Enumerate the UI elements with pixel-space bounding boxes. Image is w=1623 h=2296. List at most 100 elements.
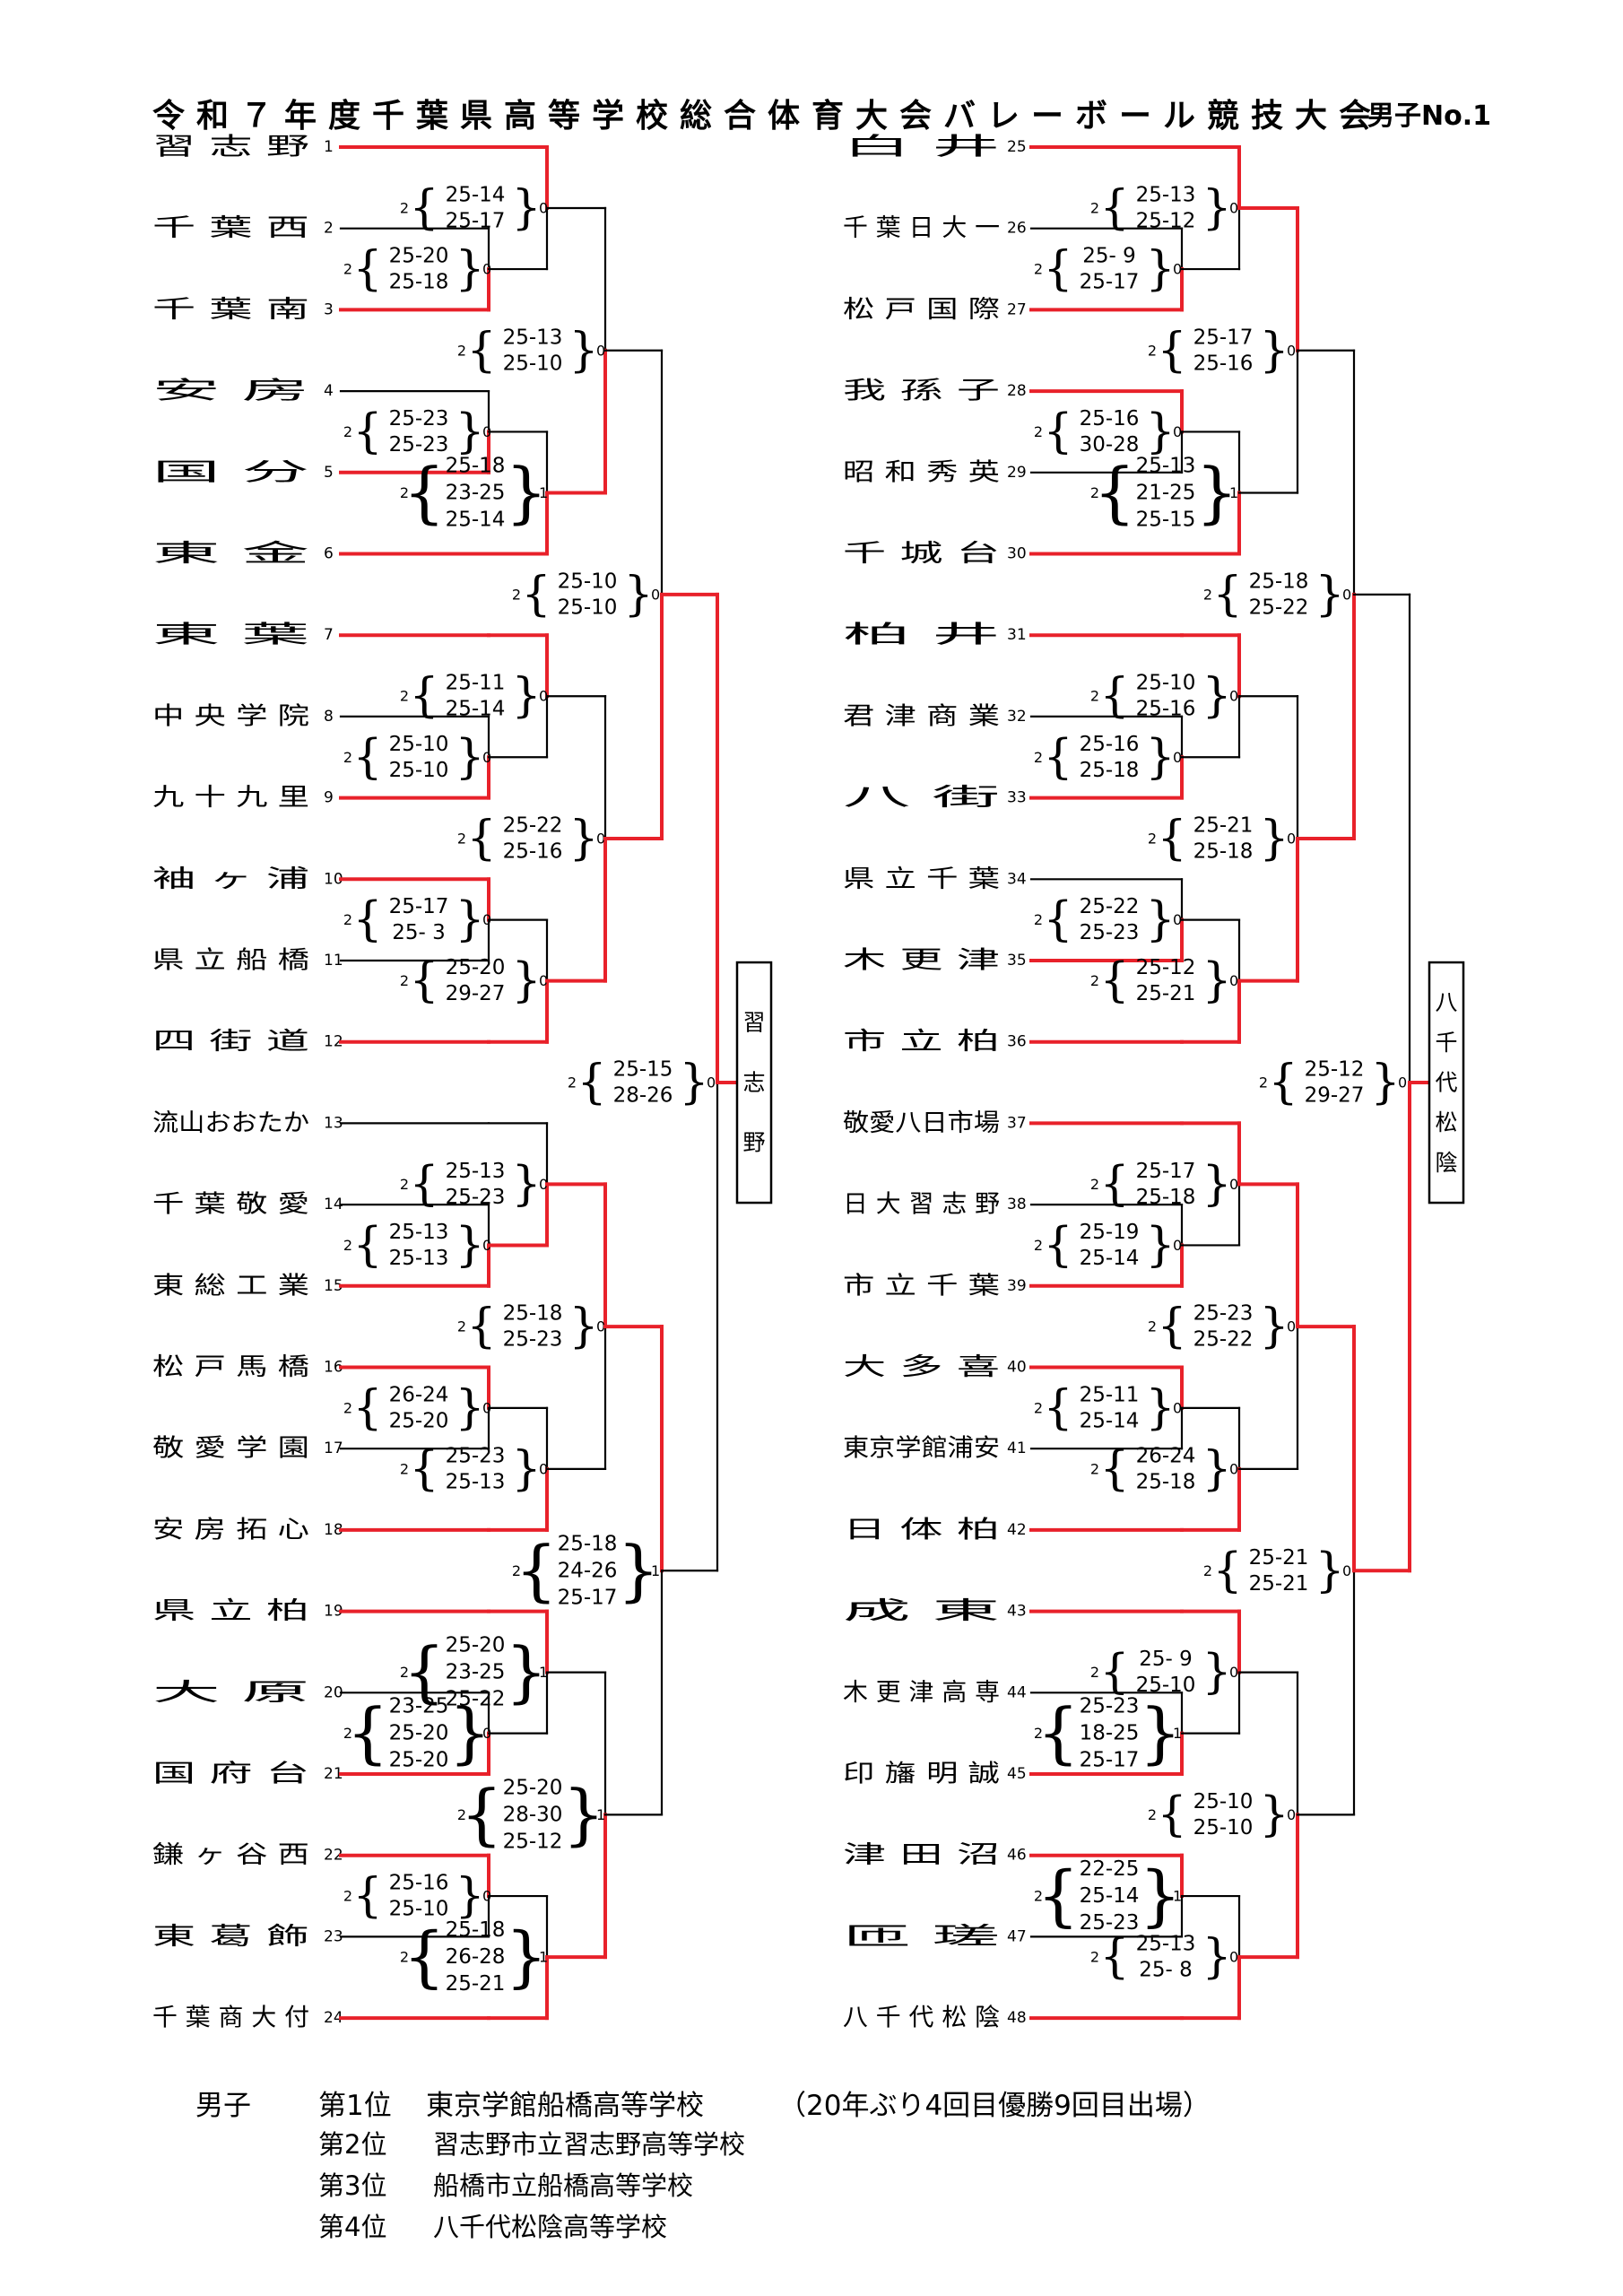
right-r1-match-2-wins-winner: 2 bbox=[1034, 423, 1043, 440]
right-r2-match-1-set-2: 25-12 bbox=[1136, 210, 1196, 233]
right-r2-match-2-brace-right: } bbox=[1195, 454, 1237, 531]
right-r2-match-5-wins-loser: 0 bbox=[1229, 1176, 1238, 1193]
left-r2-match-6-set-1: 25-23 bbox=[446, 1444, 506, 1467]
left-r1-match-7-set-2: 25-20 bbox=[389, 1722, 449, 1745]
left-r2-match-3-set-1: 25-11 bbox=[446, 672, 506, 695]
right-team-11: 木 更 津 bbox=[843, 947, 1000, 975]
left-r1-match-8-set-1: 25-16 bbox=[389, 1872, 449, 1895]
left-team-16: 松 戸 馬 橋 bbox=[152, 1353, 309, 1381]
right-r2-match-6-set-1: 26-24 bbox=[1136, 1444, 1196, 1467]
right-r1-match-3-wins-loser: 0 bbox=[1173, 749, 1182, 766]
right-r2-match-4-set-2: 25-21 bbox=[1136, 982, 1196, 1005]
left-r5-match-1-brace-left: { bbox=[577, 1056, 606, 1109]
left-team-23: 東 葛 飾 bbox=[152, 1923, 309, 1951]
left-seed-23: 23 bbox=[324, 1927, 343, 1945]
right-r3-match-1-set-1: 25-17 bbox=[1193, 326, 1254, 349]
left-r2-match-8-wins-winner: 2 bbox=[400, 1949, 409, 1966]
left-r2-match-4-wins-winner: 2 bbox=[400, 972, 409, 989]
right-r1-match-4-set-2: 25-23 bbox=[1080, 921, 1140, 944]
left-r5-match-1-set-1: 25-15 bbox=[613, 1058, 673, 1082]
right-r3-match-2-wins-loser: 0 bbox=[1287, 830, 1296, 847]
right-r1-match-3-wins-winner: 2 bbox=[1034, 749, 1043, 766]
right-r2-match-7-brace-left: { bbox=[1099, 1646, 1129, 1700]
left-r3-match-4-set-3: 25-12 bbox=[503, 1830, 563, 1853]
right-team-19: 成 東 bbox=[843, 1597, 1000, 1625]
right-r1-match-3-set-2: 25-18 bbox=[1080, 759, 1140, 782]
right-r1-match-5-wins-loser: 0 bbox=[1173, 1237, 1182, 1254]
right-r2-match-6-brace-left: { bbox=[1099, 1442, 1129, 1496]
left-team-10: 袖 ヶ 浦 bbox=[152, 865, 309, 893]
right-r3-match-3-set-2: 25-22 bbox=[1193, 1328, 1254, 1352]
left-r2-match-2-set-1: 25-18 bbox=[446, 454, 506, 477]
left-r1-match-8-wins-winner: 2 bbox=[343, 1888, 352, 1905]
right-r2-match-8-wins-winner: 2 bbox=[1090, 1949, 1099, 1966]
right-r2-match-5-brace-left: { bbox=[1099, 1157, 1129, 1211]
left-r3-match-2-set-1: 25-22 bbox=[503, 813, 563, 837]
left-seed-6: 6 bbox=[324, 545, 334, 563]
right-r2-match-7-wins-winner: 2 bbox=[1090, 1664, 1099, 1681]
right-r3-match-4-brace-left: { bbox=[1157, 1787, 1186, 1841]
finalist-right-char-5: 陰 bbox=[1435, 1150, 1457, 1176]
right-r1-match-5-set-1: 25-19 bbox=[1080, 1221, 1140, 1244]
right-r1-match-2-brace-right: } bbox=[1145, 404, 1175, 458]
right-r2-match-1-wins-loser: 0 bbox=[1229, 200, 1238, 217]
left-seed-1: 1 bbox=[324, 138, 334, 156]
left-r2-match-4-brace-left: { bbox=[409, 954, 438, 1008]
right-r2-match-3-set-1: 25-10 bbox=[1136, 672, 1196, 695]
left-r2-match-2-brace-right: } bbox=[505, 454, 547, 531]
right-r2-match-5-set-2: 25-18 bbox=[1136, 1186, 1196, 1209]
right-r3-match-4-brace-right: } bbox=[1259, 1787, 1289, 1841]
right-r3-match-3-wins-loser: 0 bbox=[1287, 1318, 1296, 1335]
left-seed-14: 14 bbox=[324, 1196, 343, 1213]
right-seed-48: 48 bbox=[1007, 2009, 1027, 2027]
right-r1-match-5-brace-left: { bbox=[1043, 1218, 1072, 1272]
left-seed-17: 17 bbox=[324, 1439, 343, 1457]
left-r2-match-1-set-2: 25-17 bbox=[446, 210, 506, 233]
right-r2-match-6-wins-winner: 2 bbox=[1090, 1460, 1099, 1477]
right-r1-match-8-set-2: 25-14 bbox=[1080, 1884, 1140, 1908]
left-r1-match-5-brace-right: } bbox=[455, 1218, 484, 1272]
right-r2-match-2-set-2: 21-25 bbox=[1136, 481, 1196, 504]
right-team-5: 昭 和 秀 英 bbox=[843, 458, 1000, 486]
left-r1-match-4-set-2: 25- 3 bbox=[392, 921, 446, 944]
left-seed-15: 15 bbox=[324, 1277, 343, 1295]
right-r3-match-1-set-2: 25-16 bbox=[1193, 352, 1254, 375]
right-r4-match-2-wins-winner: 2 bbox=[1203, 1562, 1212, 1579]
right-seed-35: 35 bbox=[1007, 952, 1027, 970]
left-seed-21: 21 bbox=[324, 1765, 343, 1783]
right-team-22: 津 田 沼 bbox=[843, 1841, 1000, 1869]
left-r2-match-8-set-3: 25-21 bbox=[446, 1972, 506, 1996]
right-seed-25: 25 bbox=[1007, 138, 1027, 156]
left-seed-12: 12 bbox=[324, 1033, 343, 1051]
left-r2-match-6-set-2: 25-13 bbox=[446, 1470, 506, 1493]
right-seed-29: 29 bbox=[1007, 464, 1027, 482]
left-r2-match-6-brace-right: } bbox=[511, 1442, 541, 1496]
right-r2-match-3-set-2: 25-16 bbox=[1136, 698, 1196, 721]
left-seed-19: 19 bbox=[324, 1603, 343, 1621]
right-seed-46: 46 bbox=[1007, 1847, 1027, 1865]
right-team-21: 印 旛 明 誠 bbox=[843, 1761, 1000, 1788]
right-r3-match-1-wins-winner: 2 bbox=[1148, 342, 1157, 359]
result-place-2: 第2位 bbox=[318, 2129, 387, 2160]
right-seed-42: 42 bbox=[1007, 1521, 1027, 1539]
left-r2-match-2-set-3: 25-14 bbox=[446, 508, 506, 531]
right-seed-30: 30 bbox=[1007, 545, 1027, 563]
right-r2-match-6-wins-loser: 0 bbox=[1229, 1460, 1238, 1477]
left-r2-match-8-set-1: 25-18 bbox=[446, 1918, 506, 1942]
right-r5-match-1-brace-right: } bbox=[1370, 1056, 1400, 1109]
left-r1-match-1-brace-right: } bbox=[455, 242, 484, 296]
right-seed-40: 40 bbox=[1007, 1359, 1027, 1377]
left-r1-match-4-brace-right: } bbox=[455, 893, 484, 947]
left-r2-match-5-wins-winner: 2 bbox=[400, 1176, 409, 1193]
right-r1-match-1-wins-winner: 2 bbox=[1034, 261, 1043, 278]
right-r1-match-5-wins-winner: 2 bbox=[1034, 1237, 1043, 1254]
right-team-10: 県 立 千 葉 bbox=[843, 865, 1000, 893]
left-r1-match-3-wins-winner: 2 bbox=[343, 749, 352, 766]
left-r1-match-8-brace-right: } bbox=[455, 1869, 484, 1923]
right-r1-match-7-set-1: 25-23 bbox=[1080, 1695, 1140, 1718]
finalist-left-char-3: 野 bbox=[742, 1130, 765, 1156]
left-r4-match-1-brace-right: } bbox=[623, 568, 653, 622]
finalist-right-char-1: 八 bbox=[1435, 989, 1457, 1015]
left-r4-match-2-set-1: 25-18 bbox=[558, 1532, 618, 1555]
right-team-7: 柏 井 bbox=[843, 622, 1000, 649]
